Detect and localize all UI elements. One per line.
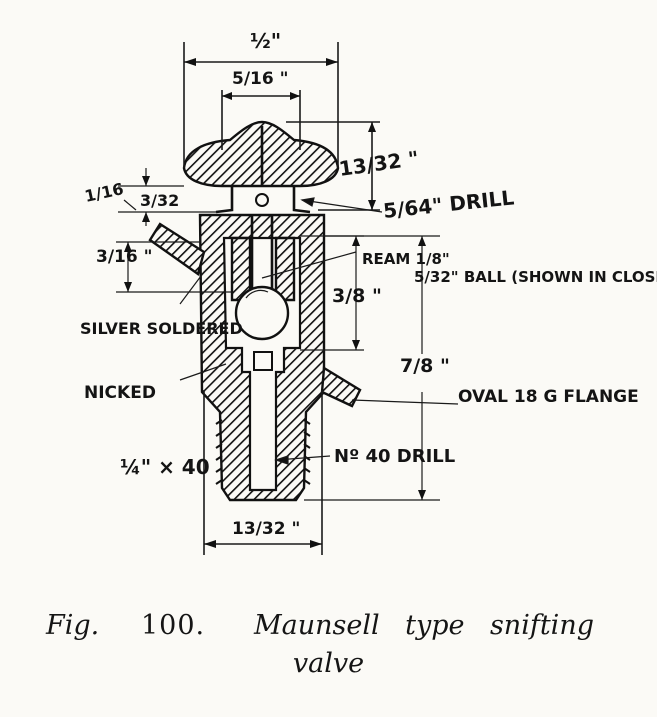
caption-title-cont: valve xyxy=(292,648,365,679)
dim-head-height xyxy=(286,121,380,211)
dim-small-gaps xyxy=(118,168,216,226)
dim-overall-length xyxy=(304,235,440,501)
silver-soldered-pipe xyxy=(148,222,206,276)
label-gap-b: 3/32 xyxy=(140,191,179,210)
label-head-height: 13/32 " xyxy=(337,146,420,181)
label-ream: REAM 1/8" xyxy=(362,250,450,268)
dim-five-sixteenths xyxy=(221,90,301,150)
label-bottom-width: 13/32 " xyxy=(232,519,300,539)
leader-lines xyxy=(179,197,459,465)
dim-sleeve xyxy=(116,241,232,293)
cross-drill-hole xyxy=(255,193,269,207)
caption-title: Maunsell type snifting xyxy=(254,610,594,641)
label-no40-drill: Nº 40 DRILL xyxy=(334,446,455,467)
dim-half-inch xyxy=(183,42,339,168)
caption-number: 100. xyxy=(141,610,206,641)
valve-drawing: ½" 5/16 " 13/32 " 5/64" DRILL 1/16 3/32 … xyxy=(80,29,657,555)
label-ball: 5/32" BALL (SHOWN IN CLOSED POSITION) xyxy=(414,268,657,286)
label-sleeve: 3/16 " xyxy=(96,247,152,267)
dim-bottom-width xyxy=(203,390,323,555)
label-five-sixteenths: 5/16 " xyxy=(232,69,288,89)
label-small-drill: 5/64" DRILL xyxy=(382,185,515,223)
label-overall-length: 7/8 " xyxy=(400,355,450,377)
thread-marks xyxy=(215,419,311,485)
ball-check xyxy=(234,285,290,341)
label-thread: ¼" × 40 xyxy=(120,455,210,479)
label-half-inch: ½" xyxy=(250,29,281,53)
label-flange: OVAL 18 G FLANGE xyxy=(458,387,639,407)
oval-flange xyxy=(320,365,362,408)
label-silver: SILVER SOLDERED xyxy=(80,319,243,338)
label-ream-length: 3/8 " xyxy=(332,285,382,307)
label-gap-a: 1/16 xyxy=(83,179,125,206)
valve-stem-neck xyxy=(215,186,311,214)
caption-fig: Fig. xyxy=(46,610,100,641)
label-nicked: NICKED xyxy=(84,383,156,403)
